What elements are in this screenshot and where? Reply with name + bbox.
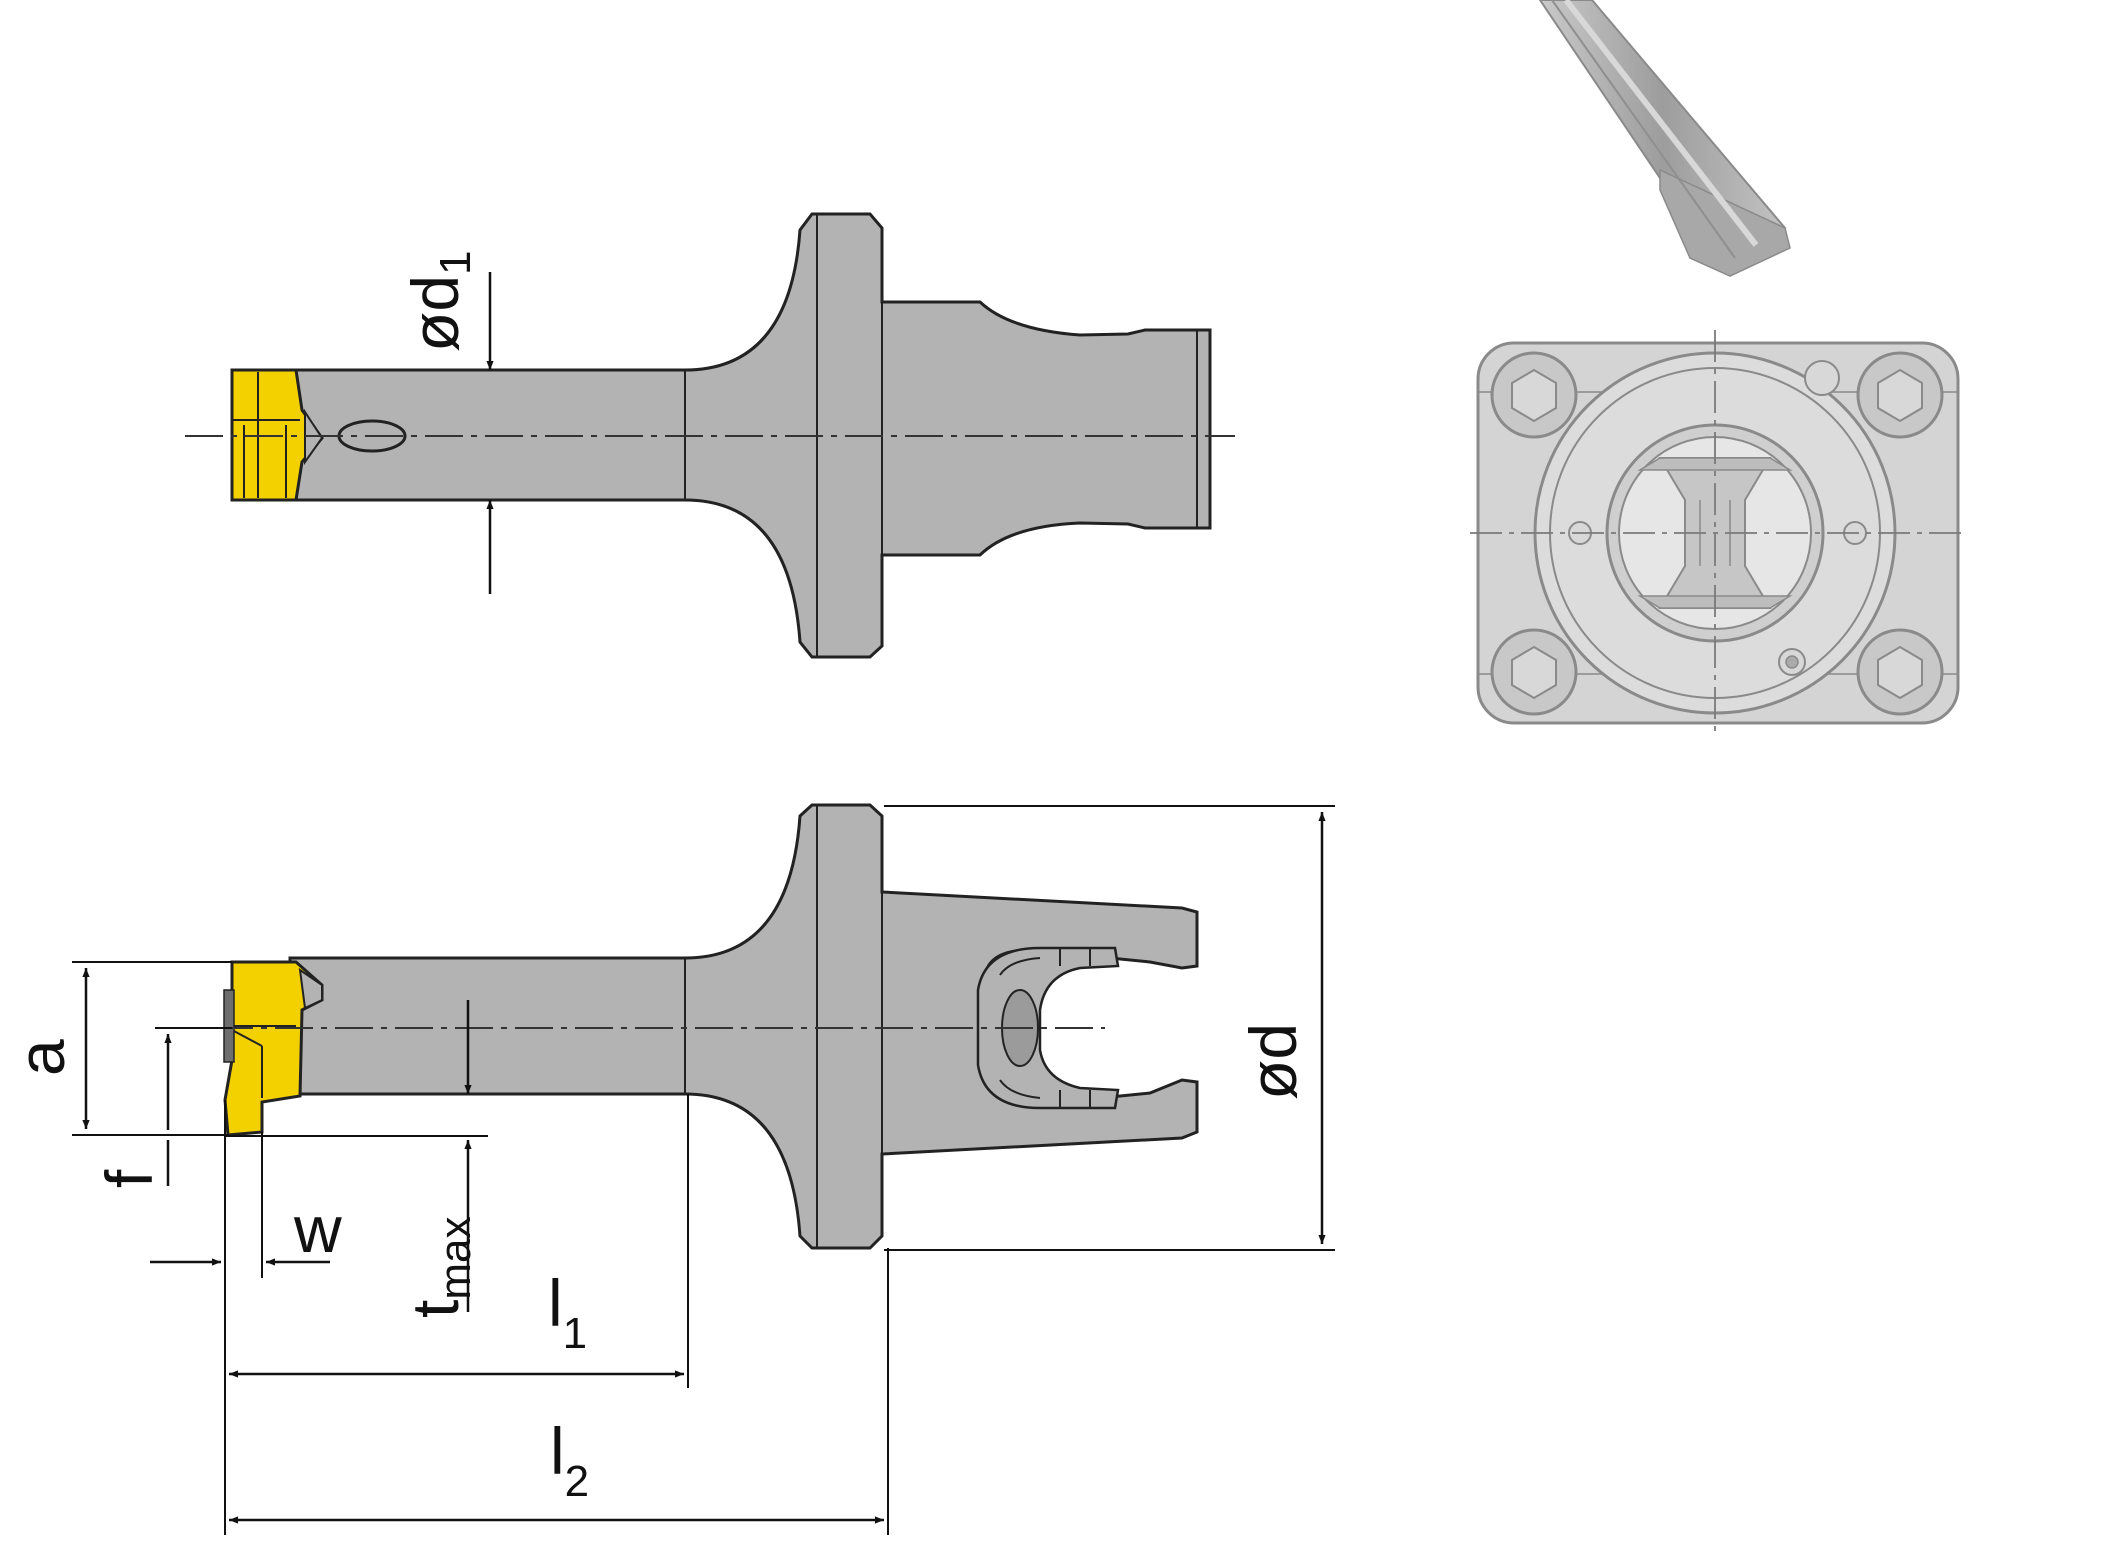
label-f: f bbox=[92, 1169, 166, 1188]
clamping-unit-centerlines bbox=[1470, 330, 1966, 738]
label-w: w bbox=[293, 1192, 342, 1266]
label-l1: l bbox=[548, 1266, 563, 1340]
svg-text:l1: l1 bbox=[548, 1266, 587, 1358]
label-l2: l bbox=[550, 1414, 565, 1488]
label-t: t bbox=[398, 1300, 472, 1318]
svg-text:l2: l2 bbox=[550, 1414, 589, 1506]
label-l1-sub: 1 bbox=[563, 1309, 587, 1358]
label-a: a bbox=[4, 1039, 78, 1076]
bottom-dimensions bbox=[72, 805, 1335, 1535]
bottom-shank bbox=[288, 803, 1199, 1250]
label-d1: ød bbox=[398, 275, 472, 352]
label-t-sub: max bbox=[431, 1217, 480, 1300]
label-d1-sub: 1 bbox=[431, 250, 480, 274]
label-l2-sub: 2 bbox=[565, 1457, 589, 1506]
svg-text:ød1: ød1 bbox=[398, 250, 480, 352]
torx-key-icon bbox=[1538, 0, 1791, 277]
bottom-view-boring-bar bbox=[223, 803, 1199, 1250]
svg-text:tmax: tmax bbox=[398, 1217, 480, 1318]
clamp-saddle bbox=[976, 946, 1120, 1110]
label-d: ød bbox=[1236, 1023, 1310, 1100]
